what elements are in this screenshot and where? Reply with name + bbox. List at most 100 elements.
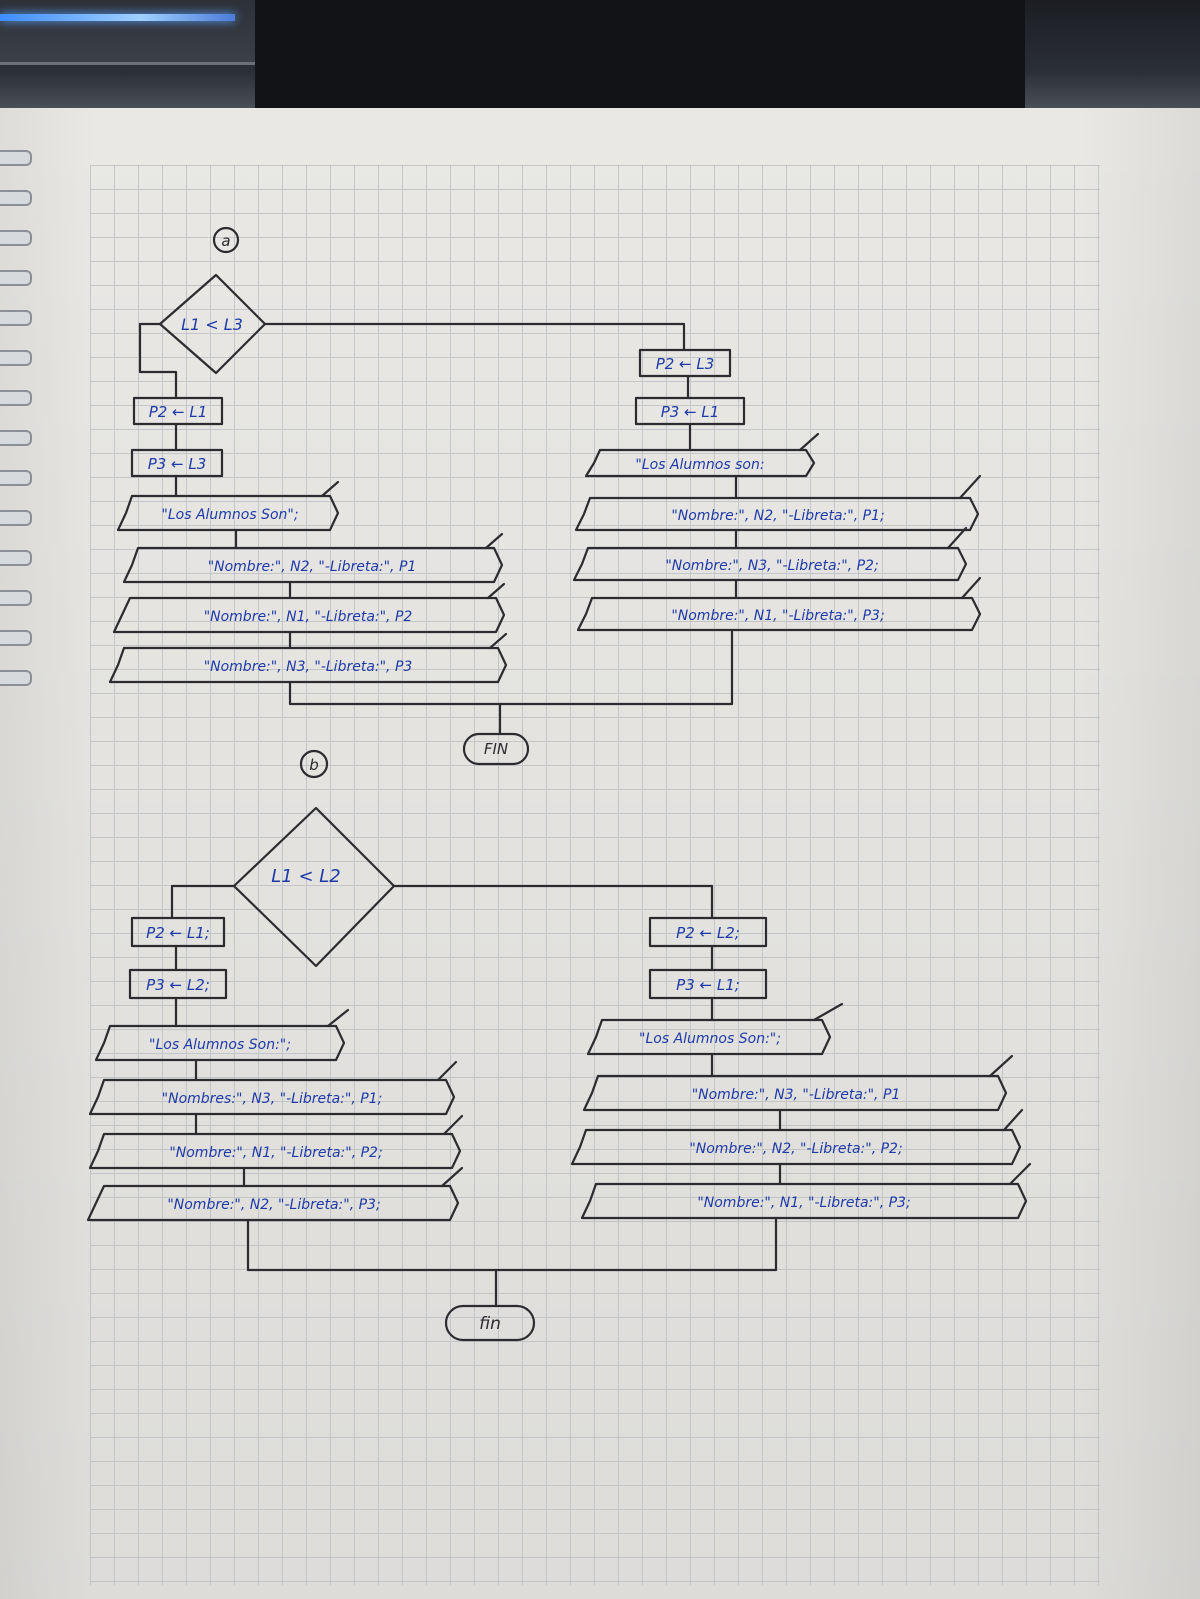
output-text: "Nombre:", N3, "-Libreta:", P2; bbox=[665, 558, 878, 574]
output-text: "Nombre:", N1, "-Libreta:", P2 bbox=[204, 609, 413, 625]
spiral-hole bbox=[0, 510, 32, 526]
process-text: P2 ← L1; bbox=[146, 924, 210, 942]
output-shape bbox=[88, 1132, 462, 1170]
branch-left-line-b bbox=[170, 884, 236, 920]
spiral-hole bbox=[0, 310, 32, 326]
flowchart-a: a L1 < L3 P2 ← L1 P3 ← L3 "Los Alumnos S… bbox=[108, 226, 982, 766]
output-arrow bbox=[946, 526, 968, 550]
flowchart-b: b L1 < L2 P2 ← L1; P3 ← L2; "Los Alumnos… bbox=[86, 749, 1032, 1342]
process-box bbox=[132, 396, 224, 426]
output-shape bbox=[570, 1128, 1022, 1166]
output-shape bbox=[582, 1074, 1008, 1112]
output-arrow bbox=[440, 1166, 464, 1188]
output-shape bbox=[580, 1182, 1028, 1220]
output-shape bbox=[88, 1078, 456, 1116]
output-shape bbox=[116, 494, 340, 532]
spiral-hole bbox=[0, 670, 32, 686]
marker-a-label: a bbox=[221, 232, 230, 250]
output-arrow bbox=[798, 432, 820, 452]
output-text: "Nombre:", N1, "-Libreta:", P3; bbox=[671, 608, 884, 624]
output-shape bbox=[112, 596, 506, 634]
output-shape bbox=[576, 596, 982, 632]
process-text: P2 ← L2; bbox=[676, 924, 740, 942]
condition-a: L1 < L3 bbox=[181, 315, 243, 334]
output-shape bbox=[572, 546, 968, 582]
spiral-hole bbox=[0, 630, 32, 646]
merge-line-a bbox=[288, 628, 734, 706]
condition-b: L1 < L2 bbox=[271, 866, 341, 887]
decision-diamond-b bbox=[232, 806, 396, 968]
spiral-hole bbox=[0, 550, 32, 566]
output-text: "Nombre:", N1, "-Libreta:", P2; bbox=[169, 1145, 382, 1161]
spiral-hole bbox=[0, 270, 32, 286]
spiral-hole bbox=[0, 150, 32, 166]
output-shape bbox=[586, 1018, 832, 1056]
marker-b-label: b bbox=[309, 756, 319, 774]
output-arrow bbox=[484, 532, 504, 550]
output-shape bbox=[108, 646, 508, 684]
output-arrow bbox=[320, 480, 340, 498]
output-text: "Los Alumnos son: bbox=[635, 457, 764, 473]
output-shape bbox=[86, 1184, 460, 1222]
connector-marker-a bbox=[212, 226, 240, 254]
output-text: "Nombre:", N1, "-Libreta:", P3; bbox=[697, 1195, 910, 1211]
process-box bbox=[648, 916, 768, 948]
spiral-hole bbox=[0, 470, 32, 486]
blue-led-strip bbox=[0, 14, 235, 21]
process-box bbox=[128, 968, 228, 1000]
connector-marker-b bbox=[299, 749, 329, 779]
terminal-end-b bbox=[444, 1304, 536, 1342]
spiral-hole bbox=[0, 350, 32, 366]
output-text: "Nombre:", N2, "-Libreta:", P2; bbox=[689, 1141, 902, 1157]
output-arrow bbox=[988, 1054, 1014, 1078]
output-arrow bbox=[488, 632, 508, 650]
terminal-end-a bbox=[462, 732, 530, 766]
output-shape bbox=[574, 496, 980, 532]
output-arrow bbox=[812, 1002, 844, 1022]
output-text: "Nombres:", N3, "-Libreta:", P1; bbox=[162, 1091, 383, 1107]
output-text: "Nombre:", N3, "-Libreta:", P1 bbox=[692, 1087, 901, 1103]
process-text: P2 ← L3 bbox=[656, 355, 715, 373]
process-text: P3 ← L2; bbox=[146, 976, 210, 994]
output-arrow bbox=[960, 576, 982, 600]
decision-diamond-a bbox=[158, 273, 267, 375]
output-text: "Nombre:", N2, "-Libreta:", P1 bbox=[208, 559, 417, 575]
merge-line-b bbox=[246, 1216, 778, 1272]
spiral-hole bbox=[0, 430, 32, 446]
process-box bbox=[648, 968, 768, 1000]
spiral-hole bbox=[0, 230, 32, 246]
device-with-blue-led bbox=[0, 0, 255, 65]
output-text: "Nombre:", N2, "-Libreta:", P1; bbox=[671, 508, 884, 524]
output-text: "Nombre:", N3, "-Libreta:", P3 bbox=[204, 659, 413, 675]
spiral-hole bbox=[0, 590, 32, 606]
output-text: "Los Alumnos Son:"; bbox=[149, 1037, 291, 1053]
output-shape bbox=[584, 448, 816, 478]
spiral-hole bbox=[0, 190, 32, 206]
branch-right-line-a bbox=[263, 322, 686, 352]
process-box bbox=[638, 348, 732, 378]
branch-left-line-a bbox=[138, 322, 178, 400]
spiral-hole bbox=[0, 390, 32, 406]
output-shape bbox=[122, 546, 504, 584]
output-text: "Los Alumnos Son"; bbox=[161, 507, 298, 523]
output-arrow bbox=[1008, 1162, 1032, 1186]
terminal-text: fin bbox=[479, 1314, 501, 1334]
process-box bbox=[130, 916, 226, 948]
terminal-text: FIN bbox=[484, 740, 508, 758]
spiral-binding bbox=[0, 150, 40, 750]
output-arrow bbox=[326, 1008, 350, 1028]
output-arrow bbox=[486, 582, 506, 600]
process-text: P3 ← L1; bbox=[676, 976, 740, 994]
output-text: "Nombre:", N2, "-Libreta:", P3; bbox=[167, 1197, 380, 1213]
branch-right-line-b bbox=[392, 884, 714, 920]
process-text: P3 ← L1 bbox=[661, 403, 720, 421]
graph-paper-grid bbox=[90, 165, 1100, 1585]
output-arrow bbox=[436, 1060, 458, 1082]
output-text: "Los Alumnos Son:"; bbox=[639, 1031, 781, 1047]
process-text: P2 ← L1 bbox=[149, 403, 208, 421]
output-shape bbox=[94, 1024, 346, 1062]
process-text: P3 ← L3 bbox=[148, 455, 207, 473]
output-arrow bbox=[442, 1114, 464, 1136]
output-arrow bbox=[958, 474, 982, 500]
